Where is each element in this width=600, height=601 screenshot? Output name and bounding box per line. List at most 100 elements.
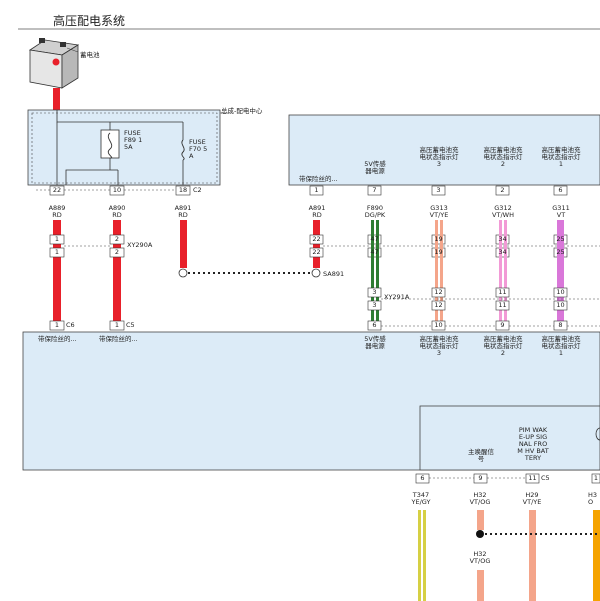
wire-a890-circuit: A890 <box>108 204 126 212</box>
wire-f890-color: DG/PK <box>364 211 386 219</box>
wire-h32-circuit: H32 <box>473 491 487 499</box>
xy291a-pin-11b: 11 <box>498 301 507 309</box>
xy291a-pin-12b: 12 <box>434 301 443 309</box>
wire-g311-color: VT <box>556 211 566 219</box>
pin-6: 6 <box>558 186 563 194</box>
lower-ind3-label: 高压蓄电池充 电状态指示灯 3 <box>419 335 459 357</box>
xy290a-label: XY290A <box>127 241 153 249</box>
lower-pin-9: 9 <box>500 321 505 329</box>
mid-pin-19a: 19 <box>434 235 443 243</box>
wire-t347-color: YE/GY <box>411 498 431 506</box>
connector-c6-label: C6 <box>66 321 75 329</box>
wire-a891r-color: RD <box>312 211 322 219</box>
mid-pin-47b: 47 <box>370 248 379 256</box>
wire-g313 <box>435 220 443 325</box>
wire-h29-circuit: H29 <box>525 491 539 499</box>
wire-a889-color: RD <box>52 211 62 219</box>
wire-a891r-circuit: A891 <box>308 204 326 212</box>
wire-a891-left <box>180 220 187 268</box>
mid-pin-25a: 25 <box>556 235 565 243</box>
upper-sensor-label: 5V传感 器电源 <box>364 160 386 175</box>
wire-g311-circuit: G311 <box>552 204 570 212</box>
fuse-f89-icon <box>100 129 120 159</box>
wire-f890-circuit: F890 <box>366 204 384 212</box>
xy291a-pin-12a: 12 <box>434 288 443 296</box>
pin-10: 10 <box>112 186 122 194</box>
pin-2: 2 <box>500 186 505 194</box>
wire-g312-color: VT/WH <box>492 211 514 219</box>
wire-a891l-circuit: A891 <box>174 204 192 212</box>
wire-a890 <box>113 220 121 330</box>
splice-h32-color: VT/OG <box>469 557 491 565</box>
mid-pin-22a: 22 <box>312 235 321 243</box>
connector-c2-pins <box>36 185 191 196</box>
lower-ind2-label: 高压蓄电池充 电状态指示灯 2 <box>483 335 523 357</box>
xy291a-pin-3a: 3 <box>372 288 377 296</box>
pin-18: 18 <box>178 186 188 194</box>
connector-c5-lower-label: C5 <box>541 474 550 482</box>
xy291a-pin-3b: 3 <box>372 301 377 309</box>
wire-g313-color: VT/YE <box>429 211 449 219</box>
xy291a-pin-10a: 10 <box>556 288 565 296</box>
wire-a890-color: RD <box>112 211 122 219</box>
xy290a-pin-1b: 1 <box>54 248 60 256</box>
connector-xy291a <box>367 287 600 311</box>
pin-1-upper: 1 <box>314 186 319 194</box>
upper-module-pins <box>309 185 568 196</box>
upper-module-box <box>288 114 600 186</box>
main-wake-label: 主唤醒信 号 <box>468 448 494 463</box>
bottom-pins <box>415 473 600 484</box>
inner-module-box <box>419 405 600 471</box>
wire-t347 <box>418 510 426 601</box>
distribution-center-label: 总成-配电中心 <box>221 107 263 115</box>
connector-xy290a <box>49 234 125 258</box>
upper-fused-label: 带保险丝的... <box>299 175 338 183</box>
lower-pins-top <box>49 320 600 331</box>
lower-sensor-label: 5V传感 器电源 <box>364 335 386 350</box>
battery-cable <box>53 88 60 110</box>
mid-pin-34b: 34 <box>498 248 507 256</box>
pim-wake-label: PIM WAK E-UP SIG NAL FRO M HV BAT TERY <box>517 426 549 462</box>
lower-fused-a: 带保险丝的... <box>38 335 77 343</box>
xy290a-pin-2a: 2 <box>114 235 120 243</box>
mid-pin-25b: 25 <box>556 248 565 256</box>
wire-g312-circuit: G312 <box>494 204 512 212</box>
wire-f890 <box>371 220 379 325</box>
wire-g311 <box>557 220 564 325</box>
wire-a889 <box>53 220 61 330</box>
wire-h3-color: O <box>588 498 594 506</box>
mid-pin-34a: 34 <box>498 235 507 243</box>
splice-sa891-label: SA891 <box>323 270 345 278</box>
splice-left <box>178 268 188 278</box>
upper-ind2-label: 高压蓄电池充 电状态指示灯 2 <box>483 146 523 168</box>
lower-pin-6: 6 <box>372 321 377 329</box>
wire-h3-circuit: H3 <box>588 491 598 499</box>
battery-label: 蓄电池 <box>80 51 100 59</box>
xy291a-label: XY291A <box>384 293 410 301</box>
lower-pin-1b: 1 <box>114 321 120 329</box>
mid-pin-47a: 47 <box>370 235 379 243</box>
pin-22: 22 <box>52 186 62 194</box>
lower-pin-8: 8 <box>558 321 563 329</box>
lower-fused-b: 带保险丝的... <box>99 335 138 343</box>
wire-g313-circuit: G313 <box>430 204 448 212</box>
connector-c2-label: C2 <box>193 186 202 194</box>
bottom-pin-6: 6 <box>420 474 425 482</box>
page-title: 高压配电系统 <box>53 14 126 28</box>
xy290a-pin-1a: 1 <box>54 235 60 243</box>
bottom-pin-1: 1 <box>593 474 599 482</box>
wire-g312 <box>499 220 507 325</box>
fuse-f70-label: FUSE F70 5 A <box>189 138 208 160</box>
lower-pin-1a: 1 <box>54 321 60 329</box>
xy290a-pin-2b: 2 <box>114 248 120 256</box>
lower-pin-10: 10 <box>434 321 443 329</box>
splice-lower-dot <box>476 530 484 538</box>
wire-a889-circuit: A889 <box>48 204 66 212</box>
battery-icon <box>28 38 80 89</box>
distribution-center-box <box>27 109 221 186</box>
fuse-f89-label: FUSE F89 1 5A <box>124 129 143 151</box>
pin-3: 3 <box>436 186 441 194</box>
mid-pin-19b: 19 <box>434 248 443 256</box>
pin-7: 7 <box>372 186 377 194</box>
